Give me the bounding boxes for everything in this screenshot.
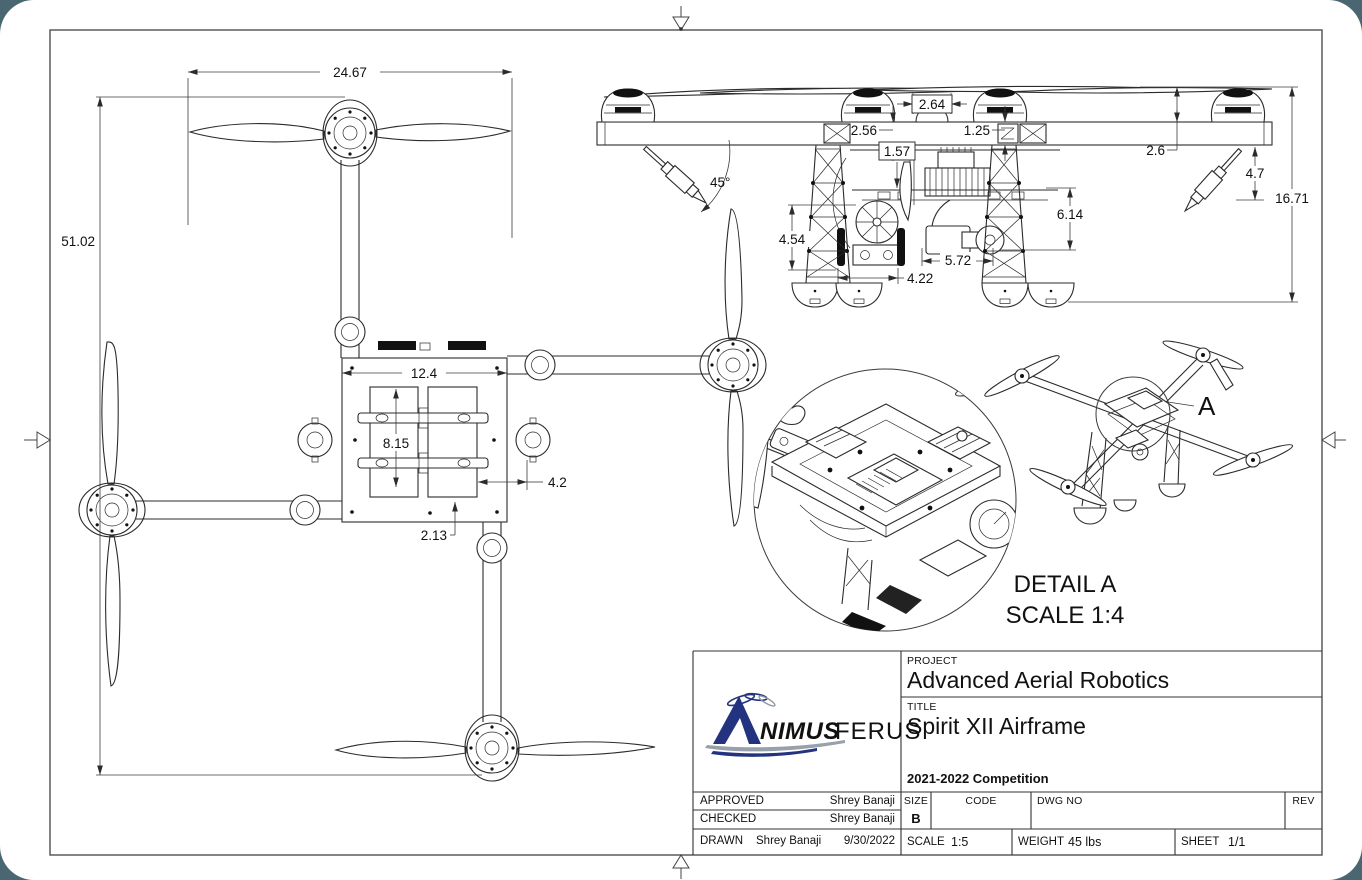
title-label: TITLE <box>907 701 937 713</box>
drawn-label: DRAWN <box>700 835 744 847</box>
checked-by: Shrey Banaji <box>829 813 895 825</box>
dwg-no-label: DWG NO <box>1037 795 1083 807</box>
iso-rotor-1 <box>984 355 1060 397</box>
dim-boom-height: 2.56 <box>851 123 877 138</box>
dim-overall-length: 51.02 <box>61 234 95 249</box>
dim-pump-height: 4.54 <box>779 232 806 247</box>
dim-antenna-drop: 4.7 <box>1246 166 1265 181</box>
top-view-rotor-north <box>188 99 513 167</box>
logo-text-primary: NIMUS <box>760 718 840 745</box>
center-mark-left <box>24 431 51 449</box>
dim-antenna-angle: 45° <box>710 175 730 190</box>
dim-leg-height: 6.14 <box>1057 207 1084 222</box>
detail-a-view <box>753 368 1017 632</box>
detail-callout-label: A <box>1198 391 1216 421</box>
dim-body-width: 12.4 <box>411 366 438 381</box>
top-view-rotor-south <box>334 714 656 782</box>
title-block-grid <box>692 650 1322 855</box>
dim-stack-height: 1.57 <box>884 144 910 159</box>
weight-label: WEIGHT <box>1018 836 1064 848</box>
antenna-right <box>1179 144 1246 217</box>
project-value: Advanced Aerial Robotics <box>907 667 1170 693</box>
dim-battery-height: 8.15 <box>383 436 409 451</box>
sheet-value: 1/1 <box>1228 835 1246 849</box>
dim-gimbal-width: 5.72 <box>945 253 971 268</box>
dim-hub-width: 2.64 <box>919 97 946 112</box>
detail-title: DETAIL A <box>1014 571 1117 598</box>
drawn-date: 9/30/2022 <box>843 835 895 847</box>
top-view-rotor-west <box>78 341 146 687</box>
competition-text: 2021-2022 Competition <box>907 771 1049 786</box>
iso-rotor-4 <box>1029 468 1107 506</box>
top-view: 24.67 51.02 12.4 8.15 4.2 2.13 <box>61 63 767 782</box>
checked-label: CHECKED <box>700 813 757 825</box>
top-view-dimensions: 24.67 51.02 12.4 8.15 4.2 2.13 <box>61 63 567 776</box>
center-mark-top <box>672 6 690 31</box>
dim-boom-offset: 2.6 <box>1146 143 1165 158</box>
center-mark-bottom <box>672 854 690 879</box>
center-mark-right <box>1321 431 1346 449</box>
dim-overall-height: 16.71 <box>1275 191 1309 206</box>
iso-rotor-2 <box>1162 340 1244 391</box>
title-value: Spirit XII Airframe <box>907 713 1086 739</box>
dim-prop-span: 24.67 <box>333 65 367 80</box>
drawn-by: Shrey Banaji <box>756 835 822 847</box>
front-view: 2.64 2.56 1.25 1.57 45° 4.54 4.22 <box>596 85 1315 308</box>
iso-rotor-3 <box>1212 444 1294 476</box>
scale-value: 1:5 <box>951 835 969 849</box>
detail-caption: DETAIL A SCALE 1:4 <box>1006 571 1125 629</box>
sheet-frame <box>24 6 1346 879</box>
size-label: SIZE <box>903 795 929 807</box>
front-view-dimensions: 2.64 2.56 1.25 1.57 45° 4.54 4.22 <box>700 86 1315 303</box>
logo-text-secondary: FERUS <box>835 718 921 745</box>
isometric-view: A <box>984 340 1294 525</box>
detail-scale: SCALE 1:4 <box>1006 602 1125 629</box>
dim-skid-width: 4.22 <box>907 271 933 286</box>
approved-by: Shrey Banaji <box>829 795 895 807</box>
size-value: B <box>911 811 921 826</box>
logo: NIMUS FERUS <box>705 692 921 757</box>
dim-arm-offset: 4.2 <box>548 475 567 490</box>
sheet-label: SHEET <box>1181 836 1220 848</box>
antenna-left <box>639 142 712 209</box>
weight-value: 45 lbs <box>1068 835 1102 849</box>
logo-dragonfly-icon <box>705 692 845 757</box>
approved-label: APPROVED <box>700 795 764 807</box>
top-view-rotor-east <box>699 208 767 527</box>
project-label: PROJECT <box>907 655 958 667</box>
rev-label: REV <box>1292 795 1315 807</box>
dim-mount-width: 1.25 <box>964 123 990 138</box>
dim-plate-offset: 2.13 <box>421 528 447 543</box>
scale-label: SCALE <box>907 836 945 848</box>
code-label: CODE <box>965 795 997 807</box>
